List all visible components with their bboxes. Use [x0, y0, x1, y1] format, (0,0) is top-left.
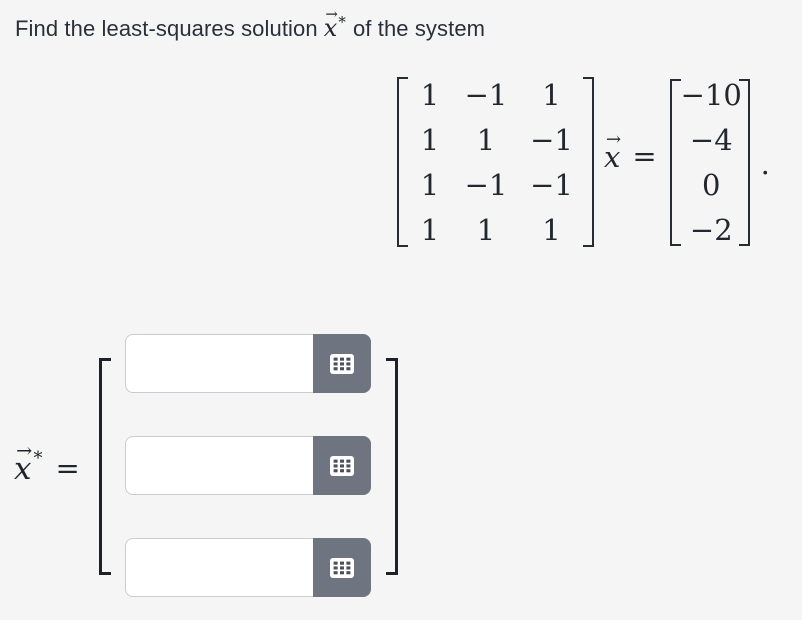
- keypad-icon: [330, 353, 354, 374]
- matrix-a-cell: 1: [420, 122, 440, 157]
- vector-arrow-accent: →: [325, 4, 338, 23]
- matrix-a-cell: 1: [476, 212, 496, 247]
- title-x-superscript: *: [338, 13, 346, 31]
- keypad-button-1[interactable]: [313, 334, 371, 393]
- matrix-a-cell: 1: [542, 212, 561, 247]
- title-suffix: of the system: [352, 16, 486, 41]
- answer-right-bracket: [386, 358, 398, 575]
- matrix-a-left-bracket: [397, 77, 408, 247]
- keypad-icon: [330, 557, 354, 578]
- title-prefix: Find the least-squares solution: [15, 16, 318, 41]
- matrix-a-cell: −1: [530, 122, 573, 157]
- keypad-button-2[interactable]: [313, 436, 371, 495]
- matrix-a: 1 −1 1 1 1 −1 1 −1 −1 1 1 1: [408, 72, 583, 252]
- answer-vector-entries: [125, 334, 371, 597]
- equation-period: .: [760, 147, 770, 181]
- system-equation: 1 −1 1 1 1 −1 1 −1 −1 1 1 1 →x = −10 −4 …: [397, 77, 770, 247]
- vector-b: −10 −4 0 −2: [680, 72, 742, 252]
- vector-b-cell: −10: [680, 77, 742, 112]
- matrix-a-cell: −1: [464, 167, 508, 202]
- answer-equals-sign: =: [55, 451, 80, 485]
- equation-equals-sign: =: [632, 139, 657, 173]
- vector-arrow-accent: →: [16, 439, 33, 463]
- vector-arrow-accent: →: [605, 128, 622, 150]
- keypad-button-3[interactable]: [313, 538, 371, 597]
- answer-entry-row-2: [125, 436, 371, 495]
- matrix-a-right-bracket: [583, 77, 594, 247]
- matrix-a-cell: −1: [530, 167, 573, 202]
- matrix-a-cell: 1: [476, 122, 496, 157]
- matrix-a-cell: 1: [420, 77, 440, 112]
- vector-b-cell: −4: [689, 122, 733, 157]
- answer-entry-row-1: [125, 334, 371, 393]
- answer-x-superscript: *: [33, 447, 43, 469]
- answer-entry-row-3: [125, 538, 371, 597]
- matrix-a-cell: 1: [420, 212, 440, 247]
- problem-title: Find the least-squares solution→x* of the…: [15, 4, 486, 42]
- vector-b-cell: 0: [702, 167, 721, 202]
- matrix-a-cell: 1: [542, 77, 561, 112]
- equation-x-vector: →x: [604, 128, 622, 174]
- vector-b-cell: −2: [689, 212, 733, 247]
- title-x-vector: →x: [323, 4, 338, 42]
- matrix-a-cell: 1: [420, 167, 440, 202]
- answer-x-vector: →x: [14, 439, 33, 487]
- answer-left-bracket: [99, 358, 111, 575]
- vector-b-right-bracket: [738, 78, 750, 246]
- keypad-icon: [330, 455, 354, 476]
- answer-label: →x * =: [14, 439, 80, 495]
- matrix-a-cell: −1: [464, 77, 508, 112]
- vector-b-left-bracket: [669, 78, 681, 246]
